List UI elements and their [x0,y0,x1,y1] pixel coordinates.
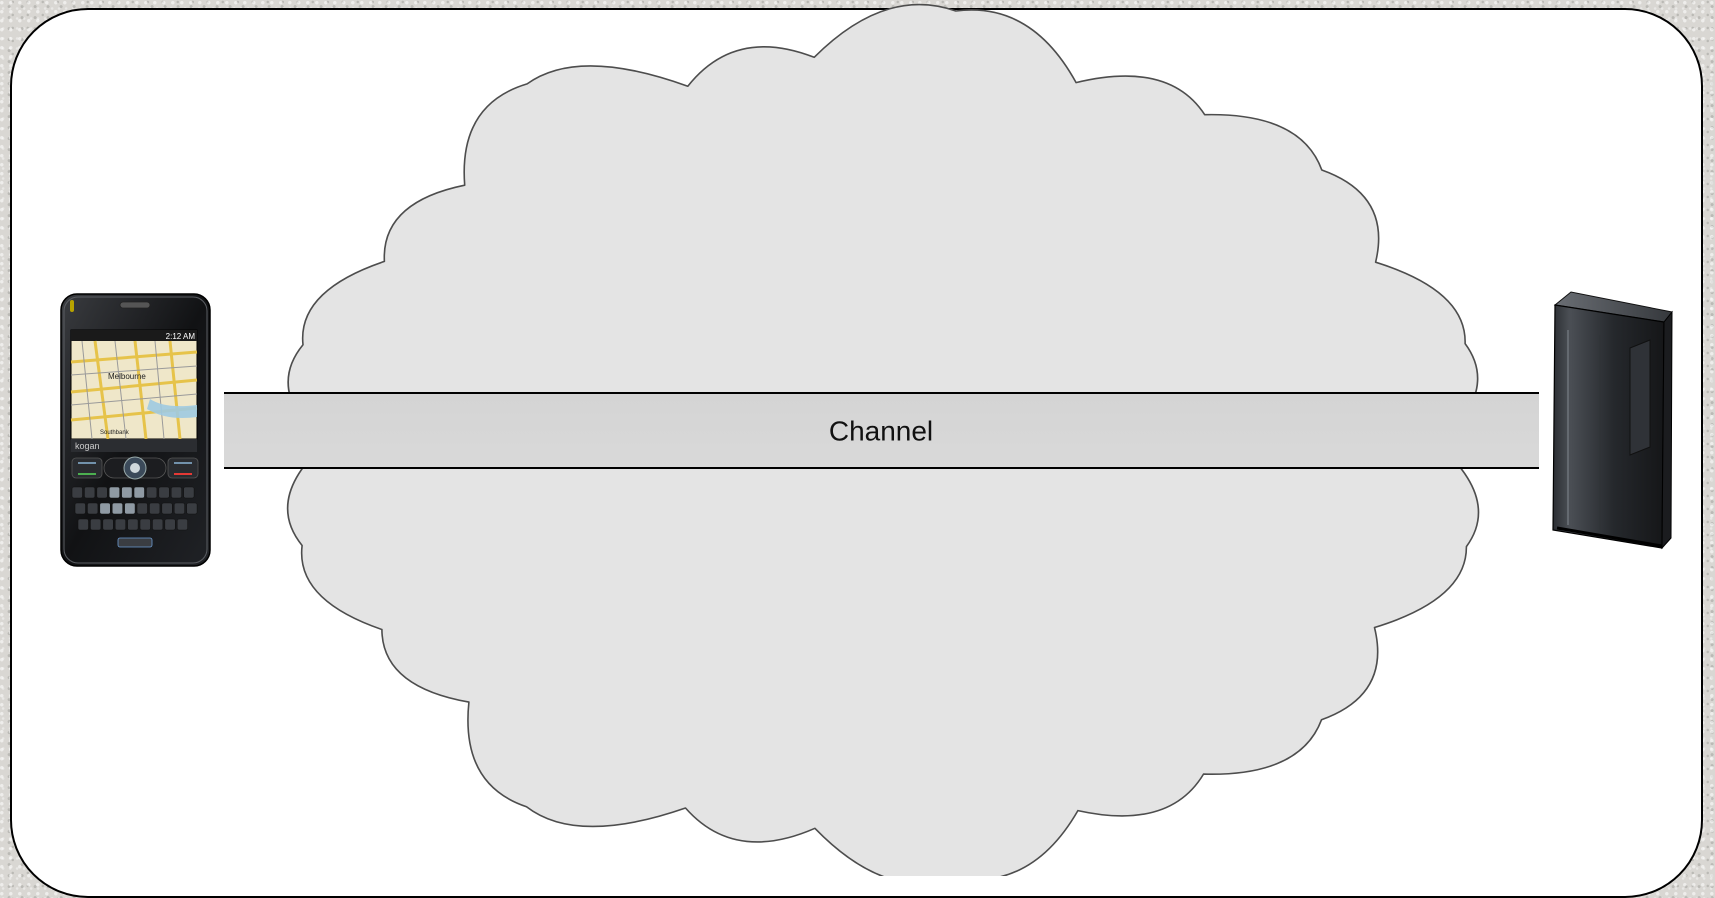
phone-status-time: 2:12 AM [166,332,196,341]
keyboard-key [96,486,108,499]
keyboard-key [102,518,114,531]
phone-brand-label: kogan [75,441,100,451]
channel-label: Channel [829,415,933,446]
keyboard-key [139,518,151,531]
keyboard-key [87,502,99,515]
keyboard-key [121,486,133,499]
keyboard-key [124,502,136,515]
keyboard-key [146,486,158,499]
keyboard-key [170,486,182,499]
keyboard-key [133,486,145,499]
keyboard-key [149,502,161,515]
keyboard-key [152,518,164,531]
channel-band: Channel [224,392,1539,469]
keyboard-key [90,518,102,531]
keyboard-key [71,486,83,499]
keyboard-key [84,486,96,499]
keyboard-key [186,502,198,515]
keyboard-key [77,518,89,531]
keyboard-key [176,518,188,531]
keyboard-key [161,502,173,515]
keyboard-key [136,502,148,515]
network-diagram: Channel 2:12 AM Melbourne South [60,3,1673,876]
keyboard-key [114,518,126,531]
keyboard-key [111,502,123,515]
map-roads [70,340,198,440]
keyboard-key [74,502,86,515]
keyboard-key [173,502,185,515]
server-tower-icon [1552,291,1673,550]
phone-keyboard [71,486,198,531]
keyboard-key [108,486,120,499]
keyboard-key [164,518,176,531]
keyboard-key [127,518,139,531]
keyboard-key [99,502,111,515]
keyboard-key [183,486,195,499]
keyboard-key [158,486,170,499]
map-city-label: Melbourne [108,372,146,381]
smartphone-icon: 2:12 AM Melbourne Southbank kogan [60,293,211,567]
map-district-label: Southbank [100,430,130,436]
